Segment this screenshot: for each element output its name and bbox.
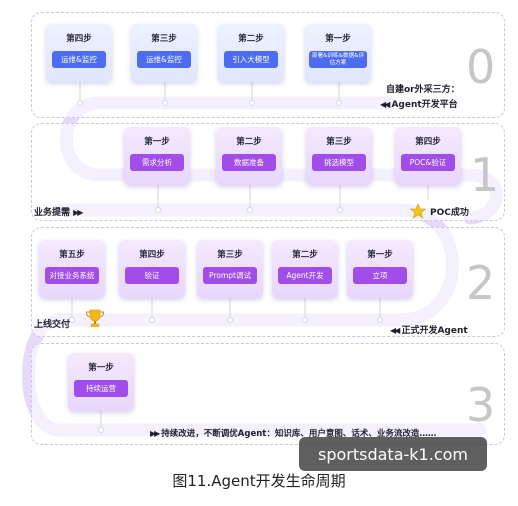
phase-2-end-label: 上线交付 — [34, 320, 71, 330]
step-action: 挑选模型 — [312, 154, 366, 171]
phase-1-number: 1 — [470, 148, 500, 202]
phase-2-start-label: ◀◀ 正式开发Agent — [390, 323, 468, 336]
phase-3-step-card: 第一步 持续运营 — [68, 353, 134, 411]
step-title: 第四步 — [139, 250, 165, 260]
phase-3-bottom-text: 持续改进，不断调优Agent：知识库、用户意图、话术、业务流改造…… — [161, 429, 437, 439]
step-action: 部署&训练&数据&评估方案 — [309, 51, 367, 68]
figure-caption: 图11.Agent开发生命周期 — [172, 472, 346, 490]
step-title: 第三步 — [326, 137, 352, 147]
phase-2-step-card: 第四步 验证 — [119, 240, 185, 298]
phase-1-step-card: 第三步 挑选模型 — [306, 127, 372, 185]
double-right-arrow-icon: ▶▶ — [150, 429, 160, 438]
phase-3-number: 3 — [466, 378, 496, 432]
watermark: sportsdata-k1.com — [299, 437, 487, 471]
step-title: 第五步 — [59, 250, 85, 260]
step-title: 第二步 — [236, 137, 262, 147]
step-action: 对接业务系统 — [45, 267, 99, 284]
step-title: 第一步 — [367, 250, 393, 260]
step-title: 第一步 — [88, 363, 114, 373]
step-title: 第二步 — [238, 34, 264, 44]
step-action: 持续运营 — [74, 380, 128, 397]
phase-0-step-card: 第三步 运维&监控 — [131, 24, 197, 82]
step-action: 需求分析 — [130, 154, 184, 171]
step-title: 第一步 — [325, 34, 351, 44]
step-action: 运维&监控 — [137, 51, 191, 68]
step-title: 第三步 — [151, 34, 177, 44]
step-action: Prompt调试 — [203, 267, 257, 284]
phase-1-step-card: 第四步 POC&验证 — [395, 127, 461, 185]
phase-0-step-card: 第四步 运维&监控 — [46, 24, 112, 82]
phase-0-step-card: 第一步 部署&训练&数据&评估方案 — [305, 24, 371, 82]
phase-2-start-text: 正式开发Agent — [401, 326, 468, 336]
double-left-arrow-icon: ◀◀ — [390, 326, 400, 335]
phase-2-step-card: 第五步 对接业务系统 — [39, 240, 105, 298]
phase-1-step-card: 第二步 数据准备 — [216, 127, 282, 185]
phase-1-end-label: POC成功 — [430, 208, 469, 218]
step-action: 数据准备 — [222, 154, 276, 171]
phase-0-label-line1: 自建or外采三方： — [386, 85, 460, 95]
phase-0-label-line2: ◀◀ Agent开发平台 — [380, 97, 458, 110]
phase-2-number: 2 — [466, 256, 496, 310]
phase-0-label-text: Agent开发平台 — [391, 100, 458, 110]
step-action: POC&验证 — [401, 154, 455, 171]
phase-1-start-text: 业务提需 — [34, 208, 71, 218]
step-action: 立项 — [353, 267, 407, 284]
phase-1-step-card: 第一步 需求分析 — [124, 127, 190, 185]
step-title: 第二步 — [292, 250, 318, 260]
step-title: 第三步 — [217, 250, 243, 260]
step-title: 第四步 — [415, 137, 441, 147]
phase-0-number: 0 — [466, 40, 496, 94]
step-title: 第一步 — [144, 137, 170, 147]
star-icon — [410, 203, 426, 219]
phase-2-step-card: 第一步 立项 — [347, 240, 413, 298]
step-action: Agent开发 — [278, 267, 332, 284]
double-right-arrow-icon: ▶▶ — [73, 208, 83, 217]
phase-2-step-card: 第二步 Agent开发 — [272, 240, 338, 298]
phase-1-start-label: 业务提需 ▶▶ — [34, 205, 84, 218]
phase-3-bottom-label: ▶▶ 持续改进，不断调优Agent：知识库、用户意图、话术、业务流改造…… — [150, 427, 436, 439]
double-left-arrow-icon: ◀◀ — [380, 100, 390, 109]
step-title: 第四步 — [66, 34, 92, 44]
phase-2-step-card: 第三步 Prompt调试 — [197, 240, 263, 298]
phase-2-panel — [31, 227, 505, 337]
phase-0-step-card: 第二步 引入大模型 — [218, 24, 284, 82]
step-action: 引入大模型 — [224, 51, 278, 68]
step-action: 运维&监控 — [52, 51, 106, 68]
step-action: 验证 — [125, 267, 179, 284]
trophy-icon — [85, 309, 105, 327]
